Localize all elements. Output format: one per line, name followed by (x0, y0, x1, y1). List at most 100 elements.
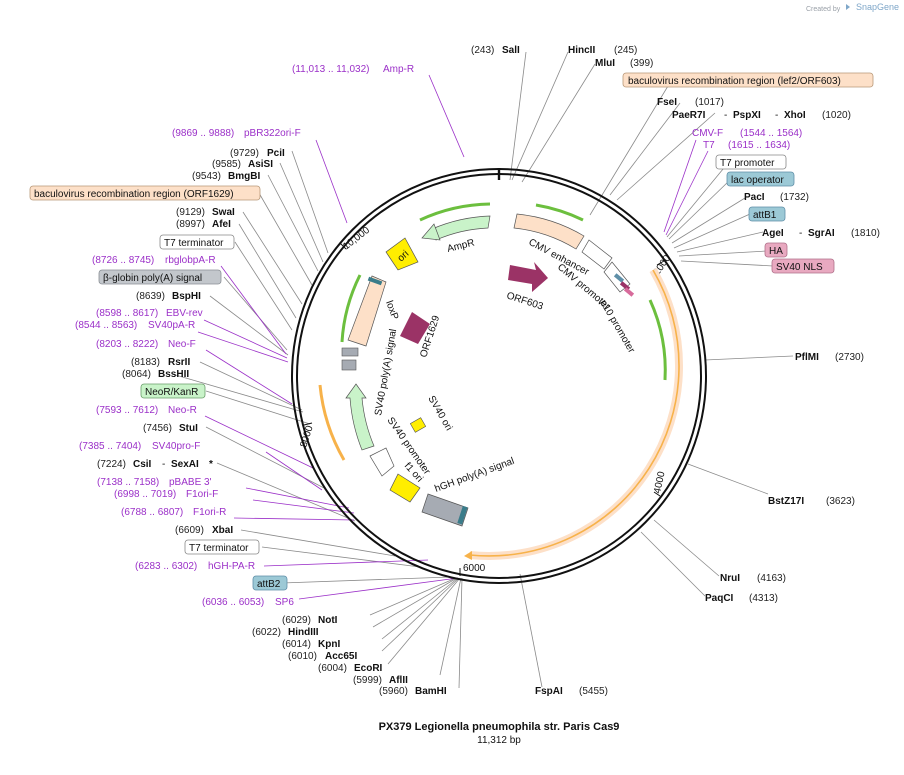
bac-lef2-badge[interactable] (622, 72, 874, 88)
noti-name[interactable]: NotI (318, 615, 338, 626)
agei-name[interactable]: AgeI (762, 228, 784, 239)
mlui-name[interactable]: MluI (595, 58, 615, 69)
sv40-ori-label: SV40 ori (425, 394, 454, 433)
ecori-name[interactable]: EcoRI (354, 663, 383, 674)
neor-num: (7593 .. 7612) (96, 405, 158, 416)
attb2-mark (457, 505, 468, 525)
pspxi-name[interactable]: PspXI (733, 110, 761, 121)
snapgene-logo: SnapGene (856, 2, 899, 12)
sexai-name[interactable]: SexAI (171, 459, 199, 470)
sgrai-name[interactable]: SgrAI (808, 228, 835, 239)
f1orir-name[interactable]: F1ori-R (193, 507, 226, 518)
afei-name[interactable]: AfeI (212, 219, 231, 230)
t7-terminator-badge-2[interactable] (184, 539, 260, 555)
hincii-name[interactable]: HincII (568, 45, 595, 56)
swai-num: (9129) (176, 207, 205, 218)
orf603-label: ORF603 (505, 290, 545, 312)
rbglob-name[interactable]: rbglobpA-R (165, 255, 216, 266)
attb1-badge[interactable] (748, 206, 786, 222)
orf603-feature[interactable] (508, 262, 548, 292)
ampr-feature[interactable] (431, 215, 491, 241)
sali-name[interactable]: SalI (502, 45, 520, 56)
hghpa-name[interactable]: hGH-PA-R (208, 561, 255, 572)
asisi-name[interactable]: AsiSI (248, 159, 273, 170)
cmvf-name[interactable]: CMV-F (692, 128, 723, 139)
ha-badge[interactable] (764, 242, 788, 258)
f1orir-num: (6788 .. 6807) (121, 507, 183, 518)
neor-kanr-feature[interactable] (345, 383, 375, 451)
t7-terminator-badge-1[interactable] (159, 234, 235, 250)
bamhi-name[interactable]: BamHI (415, 686, 447, 697)
fspai-name[interactable]: FspAI (535, 686, 563, 697)
ori-feature[interactable] (385, 237, 419, 271)
sv40pro-num: (7385 .. 7404) (79, 441, 141, 452)
f1orif-name[interactable]: F1ori-F (186, 489, 218, 500)
swai-name[interactable]: SwaI (212, 207, 235, 218)
t7-name[interactable]: T7 (703, 140, 715, 151)
sp6-name[interactable]: SP6 (275, 597, 294, 608)
cmv-promoter-feature[interactable] (581, 239, 613, 270)
pbabe-name[interactable]: pBABE 3' (169, 477, 212, 488)
sexai-star: * (209, 459, 213, 470)
ebv-name[interactable]: EBV-rev (166, 308, 203, 319)
aflii-num: (5999) (353, 675, 382, 686)
paer7i-name[interactable]: PaeR7I (672, 110, 706, 121)
attb2-badge[interactable] (252, 575, 288, 591)
acc65i-num: (6010) (288, 651, 317, 662)
hgh-polya-feature[interactable] (421, 493, 469, 527)
sv40pro-name[interactable]: SV40pro-F (152, 441, 200, 452)
sv40pa-num: (8544 .. 8563) (75, 320, 137, 331)
tick-2000 (656, 260, 665, 266)
afei-num: (8997) (176, 219, 205, 230)
paci-name[interactable]: PacI (744, 192, 765, 203)
bmgbi-name[interactable]: BmgBI (228, 171, 260, 182)
nrui-name[interactable]: NruI (720, 573, 740, 584)
sv40-promoter-feature[interactable] (369, 447, 395, 477)
f1orif-num: (6998 .. 7019) (114, 489, 176, 500)
bsshii-name[interactable]: BssHII (158, 369, 189, 380)
csii-name[interactable]: CsiI (133, 459, 152, 470)
lac-operator-badge[interactable] (726, 171, 795, 187)
paer7i-sep2: - (775, 110, 778, 121)
bsphi-name[interactable]: BspHI (172, 291, 201, 302)
sv40pa-name[interactable]: SV40pA-R (148, 320, 195, 331)
xbai-name[interactable]: XbaI (212, 525, 233, 536)
xhoi-name[interactable]: XhoI (784, 110, 806, 121)
sv40-nls-badge[interactable] (771, 258, 835, 274)
orf1629-feature[interactable] (400, 312, 430, 344)
pbr322-name[interactable]: pBR322ori-F (244, 128, 301, 139)
bglobin-badge[interactable] (98, 269, 222, 285)
sv40-polya-block[interactable] (347, 275, 387, 347)
rsrii-num: (8183) (131, 357, 160, 368)
tick-label-8000: 8000 (298, 424, 315, 449)
cmv-enhancer-feature[interactable] (513, 213, 585, 250)
stui-name[interactable]: StuI (179, 423, 198, 434)
bstz17i-name[interactable]: BstZ17I (768, 496, 804, 507)
pflmi-num: (2730) (835, 352, 864, 363)
sv40-ori-feature[interactable] (409, 417, 427, 433)
pflmi-name[interactable]: PflMI (795, 352, 819, 363)
neor-name[interactable]: Neo-R (168, 405, 197, 416)
bac-orf1629-badge[interactable] (29, 185, 261, 201)
xbai-num: (6609) (175, 525, 204, 536)
bac-lef2-label: baculovirus recombination region (lef2/O… (628, 76, 841, 87)
f1-ori-feature[interactable] (389, 473, 421, 503)
t7-promoter-badge[interactable] (715, 154, 787, 170)
ampr-primer-name[interactable]: Amp-R (383, 64, 414, 75)
bmgbi-num: (9543) (192, 171, 221, 182)
neokan-badge[interactable] (140, 383, 206, 399)
kpni-name[interactable]: KpnI (318, 639, 340, 650)
ampr-arrowhead (421, 223, 441, 241)
paqci-name[interactable]: PaqCI (705, 593, 734, 604)
pbr322-num: (9869 .. 9888) (172, 128, 234, 139)
fsei-name[interactable]: FseI (657, 97, 677, 108)
acc65i-name[interactable]: Acc65I (325, 651, 357, 662)
pcii-name[interactable]: PciI (267, 148, 285, 159)
rsrii-name[interactable]: RsrII (168, 357, 190, 368)
csii-num: (7224) (97, 459, 126, 470)
hindiii-name[interactable]: HindIII (288, 627, 319, 638)
neof-name[interactable]: Neo-F (168, 339, 196, 350)
aflii-name[interactable]: AflII (389, 675, 408, 686)
green-arc-top (535, 203, 584, 222)
t7-promoter-label: T7 promoter (720, 158, 775, 169)
